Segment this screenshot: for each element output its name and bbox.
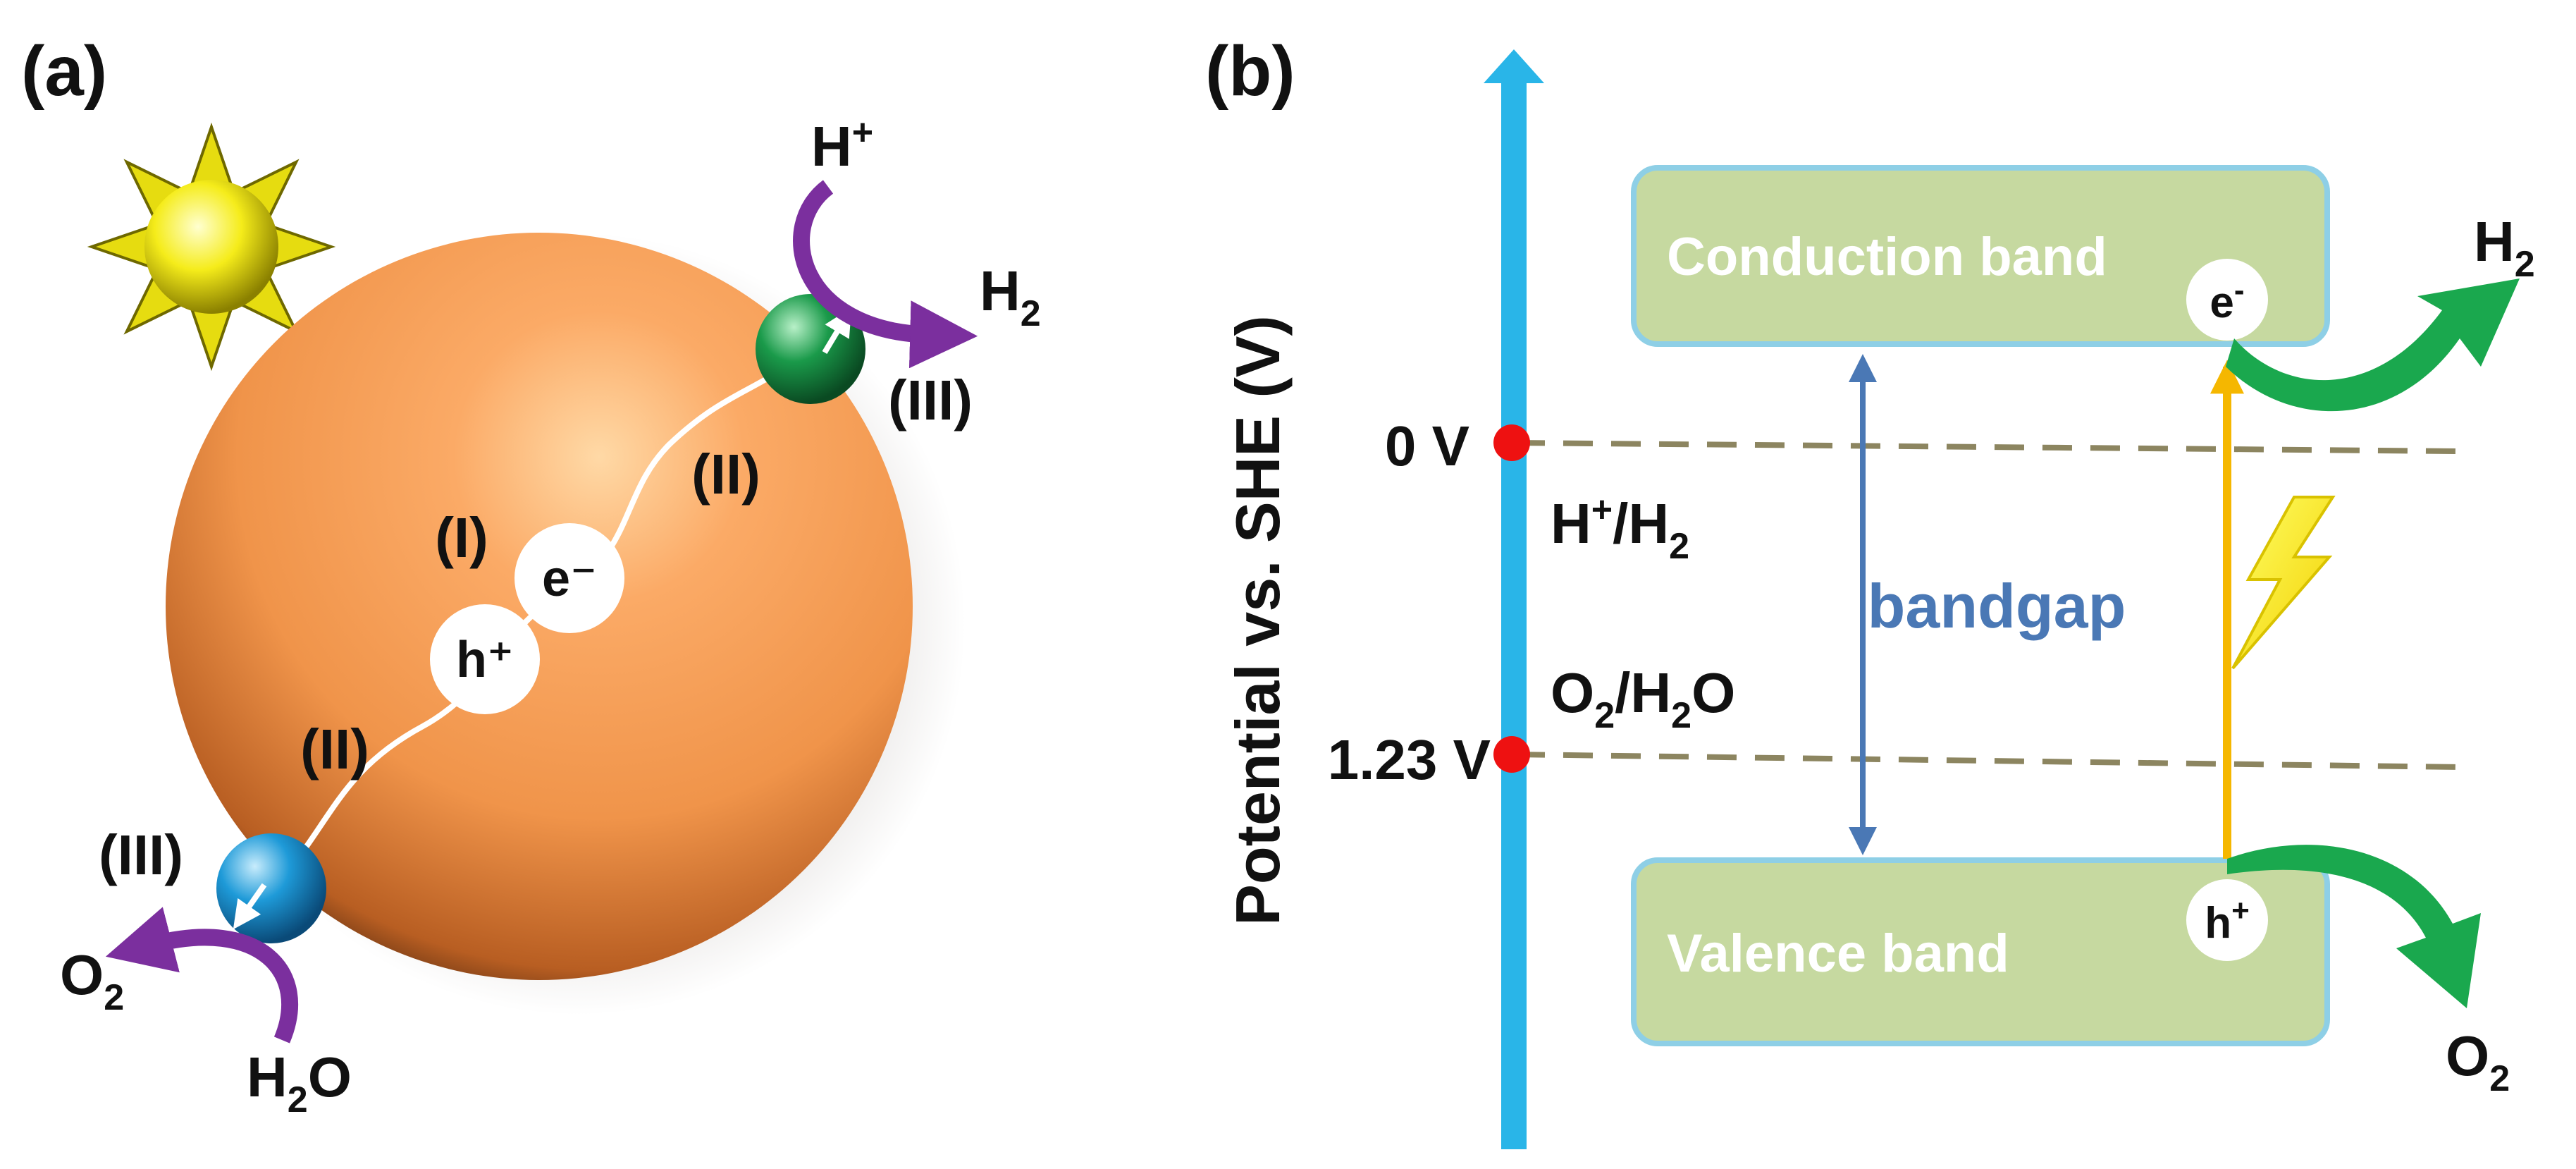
step-two-upper-label: (II) xyxy=(691,443,760,506)
potential-axis xyxy=(1501,78,1527,1149)
water-label: H2O xyxy=(247,1046,352,1120)
electron-label: e⁻ xyxy=(542,551,597,607)
step-one-label: (I) xyxy=(435,506,488,569)
band-hole-circle xyxy=(2186,879,2268,961)
oxidation-cocatalyst xyxy=(216,833,326,943)
step-three-upper-label: (III) xyxy=(888,369,973,432)
hole-transfer-arrow xyxy=(233,883,267,930)
band-electron-circle xyxy=(2186,259,2268,341)
hole-label: h⁺ xyxy=(456,632,514,688)
zero-volt-label: 0 V xyxy=(1385,415,1469,477)
o-redox-couple-label: O2/H2O xyxy=(1551,661,1735,736)
electron-circle xyxy=(514,523,624,633)
axis-label: Potential vs. SHE (V) xyxy=(1223,315,1293,926)
conduction-band-label: Conduction band xyxy=(1667,227,2107,287)
panel-a: (a) e⁻ h xyxy=(21,32,1041,1120)
step-three-lower-label: (III) xyxy=(99,824,183,886)
conduction-band xyxy=(1631,165,2330,347)
electron-transfer-arrow xyxy=(822,307,852,355)
sun-icon xyxy=(87,122,336,372)
h2-evolution-arrow xyxy=(2226,279,2520,412)
band-hole-label: h+ xyxy=(2205,893,2250,948)
water-oxidation-arrow xyxy=(105,907,298,1043)
valence-band-label: Valence band xyxy=(1667,924,2009,984)
panel-a-label: (a) xyxy=(21,32,107,111)
valence-band xyxy=(1631,857,2330,1046)
hydrogen-product-label: H2 xyxy=(980,259,1041,334)
bandgap-label: bandgap xyxy=(1868,571,2126,641)
proton-reduction-arrow xyxy=(793,180,978,369)
proton-label: H+ xyxy=(811,112,873,178)
o-redox-marker xyxy=(1493,736,1530,773)
panel-b: (b) Potential vs. SHE (V) 0 V 1.23 V H+/… xyxy=(1205,32,2535,1149)
panel-b-label: (b) xyxy=(1205,32,1295,111)
band-electron-label: e- xyxy=(2210,273,2244,327)
h-redox-couple-label: H+/H2 xyxy=(1551,489,1689,567)
lightning-icon xyxy=(2231,496,2336,670)
o-redox-line xyxy=(1515,752,2460,770)
h-redox-line xyxy=(1515,440,2460,454)
step-two-lower-label: (II) xyxy=(300,718,369,781)
oxygen-product-label: O2 xyxy=(60,943,124,1018)
o2-product-label: O2 xyxy=(2446,1024,2510,1099)
o2-evolution-arrow xyxy=(2227,845,2481,1008)
hole-circle xyxy=(430,604,540,714)
potential-axis-arrowhead xyxy=(1484,49,1544,83)
h-redox-marker xyxy=(1493,424,1530,461)
h2-product-label: H2 xyxy=(2474,210,2535,285)
v123-label: 1.23 V xyxy=(1328,728,1491,791)
